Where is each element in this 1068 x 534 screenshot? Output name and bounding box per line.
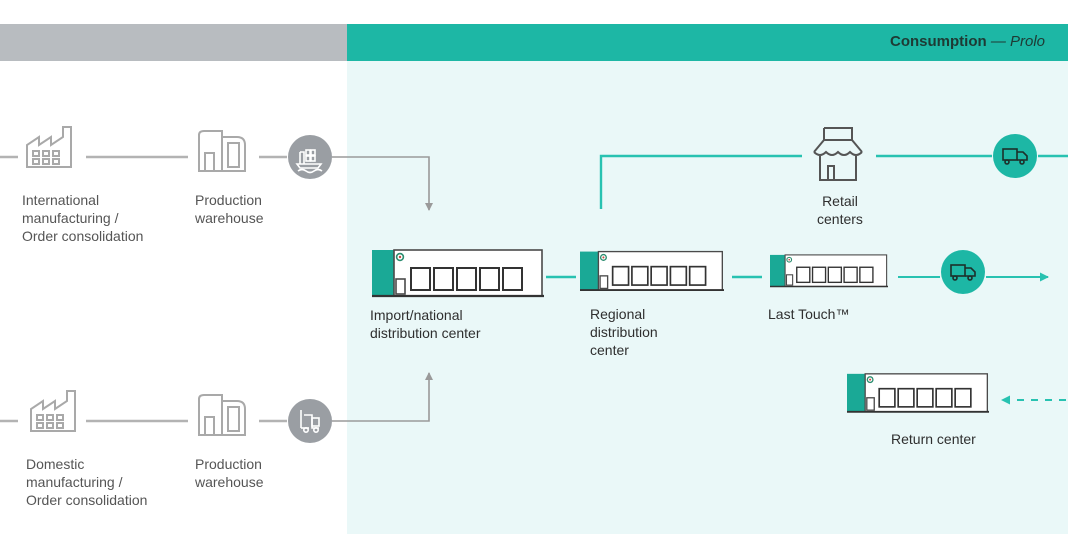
label-domestic-manufacturing: Domestic manufacturing / Order consolida… [26, 456, 148, 508]
distribution-center-icon [770, 253, 888, 288]
forklift-icon [288, 399, 332, 443]
consumption-connectors [546, 154, 1068, 279]
distribution-center-icon [580, 250, 724, 292]
truck-icon [993, 134, 1037, 178]
label-import-national-dc: Import/national distribution center [370, 307, 481, 341]
factory-icon [30, 390, 76, 432]
label-international-manufacturing: International manufacturing / Order cons… [22, 192, 144, 244]
label-return-center: Return center [891, 431, 976, 447]
consumption-header: Consumption — Prolo [890, 32, 1045, 52]
arrow-to-import-dc-top [332, 156, 433, 211]
label-regional-dc: Regional distribution center [590, 306, 658, 358]
consumption-area [347, 61, 1068, 534]
production-connectors [0, 155, 287, 423]
factory-icon [26, 126, 72, 168]
label-retail-centers: Retail centers [817, 193, 863, 227]
production-band [0, 24, 347, 61]
warehouse-icon [198, 130, 246, 172]
consumption-title: Consumption [890, 33, 987, 50]
label-last-touch: Last Touch™ [768, 306, 850, 322]
truck-icon [941, 250, 985, 294]
ship-icon [288, 135, 332, 179]
consumption-subtitle: — Prolo [990, 33, 1046, 50]
consumption-band [347, 24, 1068, 61]
label-production-warehouse-top: Production warehouse [195, 192, 264, 226]
label-production-warehouse-bottom: Production warehouse [195, 456, 264, 490]
warehouse-icon [198, 394, 246, 436]
distribution-center-icon [847, 372, 989, 413]
distribution-center-icon [372, 248, 544, 298]
arrow-to-import-dc-bottom [332, 372, 433, 422]
